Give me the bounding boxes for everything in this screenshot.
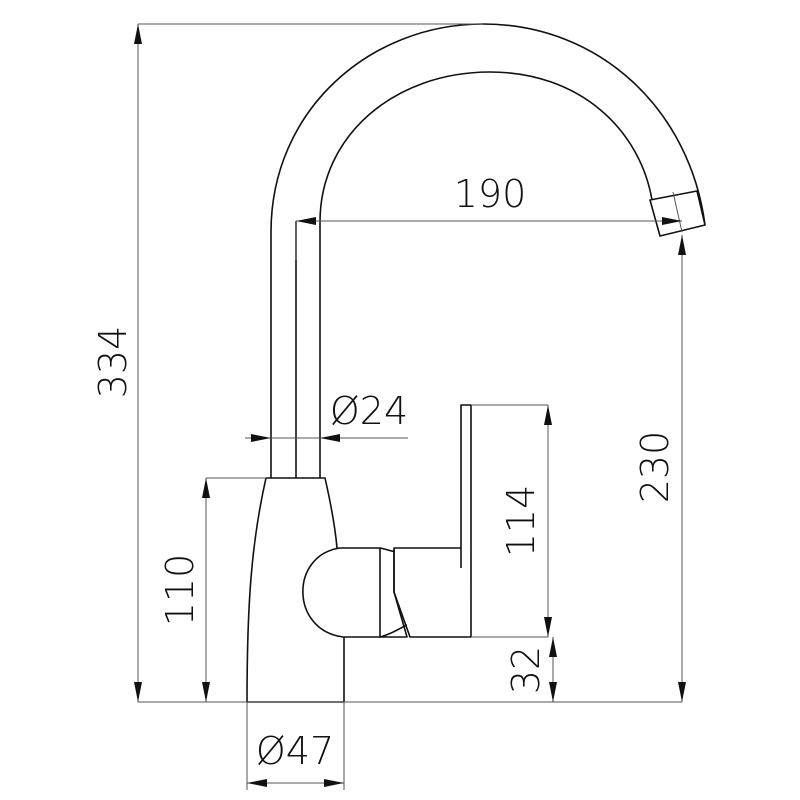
- dimension-label-d47: Ø47: [256, 729, 334, 773]
- dimension-total-height: 334: [91, 23, 483, 702]
- cartridge-ring: [379, 547, 408, 638]
- dimension-handle-height: 114: [471, 404, 552, 638]
- spout-aerator: [649, 190, 706, 237]
- dimension-label-334: 334: [91, 326, 135, 399]
- dimension-label-190: 190: [454, 172, 527, 216]
- dimension-label-d24: Ø24: [330, 389, 408, 433]
- dimension-label-110: 110: [158, 554, 202, 627]
- dimension-label-114: 114: [499, 485, 543, 558]
- handle-lever: [393, 404, 472, 638]
- cartridge-dome: [302, 547, 381, 638]
- faucet-outline: [246, 23, 706, 703]
- spout-aerator-axis: [672, 191, 683, 233]
- dimension-body-height: 110: [158, 477, 266, 702]
- dimension-handle-offset: 32: [504, 637, 557, 702]
- dimension-outlet-height: 230: [633, 235, 686, 702]
- dimension-label-230: 230: [633, 431, 677, 504]
- spout-inner-contour: [319, 71, 653, 478]
- faucet-body: [246, 477, 345, 703]
- dimension-spout-diameter: Ø24: [245, 389, 408, 442]
- dimension-spout-reach: 190: [295, 172, 682, 260]
- dimension-label-32: 32: [504, 646, 548, 694]
- dimension-base-diameter: Ø47: [246, 702, 345, 790]
